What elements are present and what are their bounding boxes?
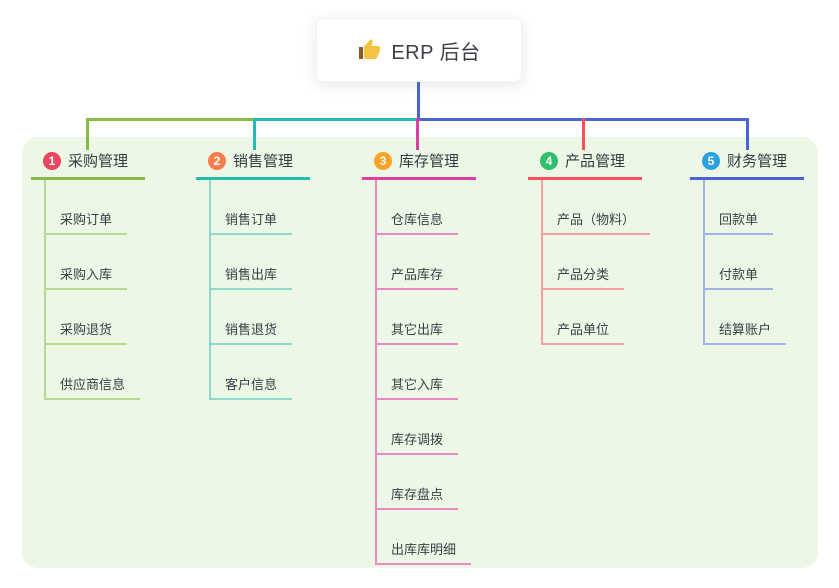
branch-4: 4 产品管理产品（物料）产品分类产品单位 bbox=[528, 150, 651, 345]
branch-1-children: 采购订单采购入库采购退货供应商信息 bbox=[44, 180, 141, 400]
branch-connector-drop bbox=[253, 118, 256, 150]
branch-connector-drop bbox=[746, 118, 749, 150]
child-item[interactable]: 出库库明细 bbox=[377, 510, 472, 565]
branch-1: 1 采购管理采购订单采购入库采购退货供应商信息 bbox=[31, 150, 145, 400]
root-connector-line bbox=[417, 82, 420, 119]
branch-connector-drop bbox=[86, 118, 89, 150]
child-item[interactable]: 采购退货 bbox=[46, 290, 128, 345]
branch-3: 3 库存管理仓库信息产品库存其它出库其它入库库存调拨库存盘点出库库明细 bbox=[362, 150, 476, 565]
branch-2-label: 销售管理 bbox=[233, 153, 294, 170]
branch-5-children: 回款单付款单结算账户 bbox=[703, 180, 787, 345]
child-item[interactable]: 产品（物料） bbox=[543, 180, 651, 235]
branch-connector-line bbox=[86, 118, 257, 121]
child-item[interactable]: 销售退货 bbox=[211, 290, 293, 345]
child-item[interactable]: 回款单 bbox=[705, 180, 774, 235]
child-item[interactable]: 采购订单 bbox=[46, 180, 128, 235]
branch-5-number-badge: 5 bbox=[702, 151, 720, 170]
thumbs-up-icon bbox=[357, 38, 381, 62]
branch-1-label: 采购管理 bbox=[68, 153, 129, 170]
branch-4-number-badge: 4 bbox=[540, 151, 558, 170]
branch-connector-drop bbox=[416, 118, 419, 150]
child-item[interactable]: 销售出库 bbox=[211, 235, 293, 290]
child-item[interactable]: 供应商信息 bbox=[46, 345, 141, 400]
branches-panel bbox=[22, 137, 818, 568]
branch-connector-drop bbox=[582, 118, 585, 150]
child-item[interactable]: 采购入库 bbox=[46, 235, 128, 290]
branch-3-children: 仓库信息产品库存其它出库其它入库库存调拨库存盘点出库库明细 bbox=[375, 180, 472, 565]
child-item[interactable]: 其它出库 bbox=[377, 290, 459, 345]
root-node[interactable]: ERP 后台 bbox=[316, 18, 522, 82]
branch-5-header[interactable]: 5 财务管理 bbox=[690, 150, 804, 180]
branch-3-label: 库存管理 bbox=[399, 153, 460, 170]
branch-4-children: 产品（物料）产品分类产品单位 bbox=[541, 180, 651, 345]
branch-5: 5 财务管理回款单付款单结算账户 bbox=[690, 150, 804, 345]
branch-2: 2 销售管理销售订单销售出库销售退货客户信息 bbox=[196, 150, 310, 400]
child-item[interactable]: 结算账户 bbox=[705, 290, 787, 345]
child-item[interactable]: 客户信息 bbox=[211, 345, 293, 400]
branch-4-header[interactable]: 4 产品管理 bbox=[528, 150, 642, 180]
branch-4-label: 产品管理 bbox=[565, 153, 626, 170]
child-item[interactable]: 销售订单 bbox=[211, 180, 293, 235]
branch-2-children: 销售订单销售出库销售退货客户信息 bbox=[209, 180, 293, 400]
branch-2-number-badge: 2 bbox=[208, 151, 226, 170]
child-item[interactable]: 仓库信息 bbox=[377, 180, 459, 235]
child-item[interactable]: 产品分类 bbox=[543, 235, 625, 290]
branch-3-number-badge: 3 bbox=[374, 151, 392, 170]
branch-connector-line bbox=[254, 118, 419, 121]
child-item[interactable]: 产品单位 bbox=[543, 290, 625, 345]
branch-1-number-badge: 1 bbox=[43, 151, 61, 170]
child-item[interactable]: 库存调拨 bbox=[377, 400, 459, 455]
child-item[interactable]: 其它入库 bbox=[377, 345, 459, 400]
branch-1-header[interactable]: 1 采购管理 bbox=[31, 150, 145, 180]
child-item[interactable]: 库存盘点 bbox=[377, 455, 459, 510]
branch-5-label: 财务管理 bbox=[727, 153, 788, 170]
child-item[interactable]: 付款单 bbox=[705, 235, 774, 290]
branch-3-header[interactable]: 3 库存管理 bbox=[362, 150, 476, 180]
child-item[interactable]: 产品库存 bbox=[377, 235, 459, 290]
branch-2-header[interactable]: 2 销售管理 bbox=[196, 150, 310, 180]
root-label: ERP 后台 bbox=[391, 41, 481, 64]
